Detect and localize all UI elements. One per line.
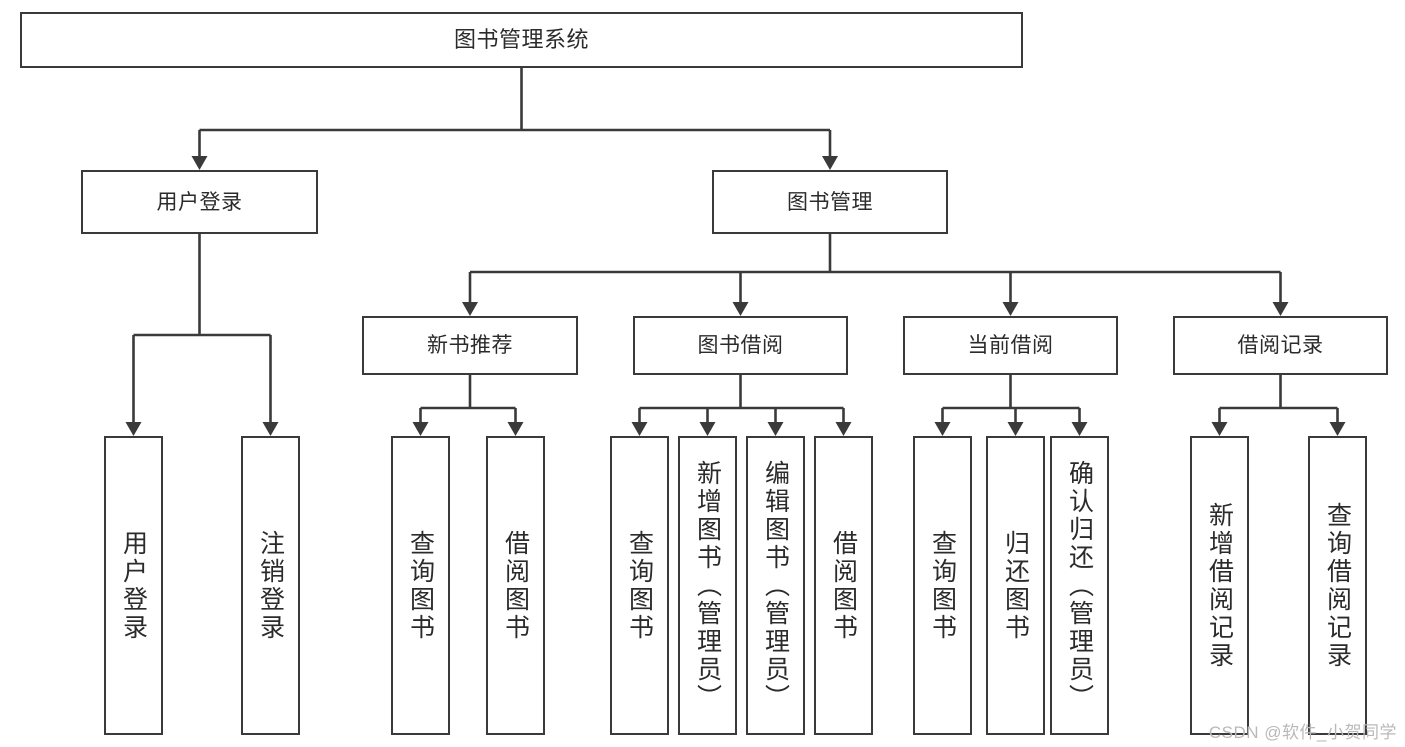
node-label: 用户登录 [156, 190, 243, 214]
node-label: 图书借阅 [697, 334, 784, 357]
node-label: 编辑图书（管理员） [761, 459, 790, 712]
node-book-borrow[interactable]: 图书借阅 [633, 316, 848, 375]
node-leaf-query-book-rec[interactable]: 查询图书 [391, 436, 450, 735]
node-label: 查询图书 [928, 529, 957, 642]
node-label: 借阅图书 [501, 529, 530, 642]
node-label: 新增借阅记录 [1205, 501, 1234, 670]
node-leaf-query-book-bor[interactable]: 查询图书 [610, 436, 669, 735]
node-leaf-confirm-return[interactable]: 确认归还（管理员） [1050, 436, 1109, 735]
node-label: 图书管理 [787, 190, 873, 214]
node-root-system[interactable]: 图书管理系统 [20, 12, 1023, 68]
node-leaf-borrow-book-rec[interactable]: 借阅图书 [486, 436, 545, 735]
node-label: 确认归还（管理员） [1065, 459, 1094, 712]
node-label: 用户登录 [119, 529, 148, 642]
csdn-watermark: CSDN @软件_小贺同学 [1208, 723, 1397, 742]
node-leaf-borrow-book-bor[interactable]: 借阅图书 [814, 436, 873, 735]
node-leaf-logout[interactable]: 注销登录 [241, 436, 300, 735]
node-label: 借阅图书 [829, 529, 858, 642]
node-label: 查询图书 [625, 529, 654, 642]
node-label: 归还图书 [1001, 529, 1030, 642]
node-leaf-user-login[interactable]: 用户登录 [104, 436, 163, 735]
node-borrow-record[interactable]: 借阅记录 [1173, 316, 1388, 375]
node-label: 查询借阅记录 [1323, 501, 1352, 670]
node-label: 图书管理系统 [453, 27, 589, 52]
node-label: 借阅记录 [1237, 334, 1324, 357]
node-label: 注销登录 [256, 529, 285, 642]
node-label: 新书推荐 [427, 334, 513, 357]
node-book-manage[interactable]: 图书管理 [712, 170, 948, 234]
node-leaf-query-record[interactable]: 查询借阅记录 [1308, 436, 1367, 735]
node-leaf-add-record[interactable]: 新增借阅记录 [1190, 436, 1249, 735]
node-label: 查询图书 [406, 529, 435, 642]
node-leaf-add-book[interactable]: 新增图书（管理员） [678, 436, 737, 735]
node-leaf-query-book-cur[interactable]: 查询图书 [913, 436, 972, 735]
node-leaf-return-book[interactable]: 归还图书 [986, 436, 1045, 735]
node-user-login[interactable]: 用户登录 [81, 170, 318, 234]
node-leaf-edit-book[interactable]: 编辑图书（管理员） [746, 436, 805, 735]
node-new-book-recommend[interactable]: 新书推荐 [362, 316, 578, 375]
node-current-borrow[interactable]: 当前借阅 [903, 316, 1118, 375]
node-label: 新增图书（管理员） [693, 459, 722, 712]
node-label: 当前借阅 [967, 334, 1054, 357]
